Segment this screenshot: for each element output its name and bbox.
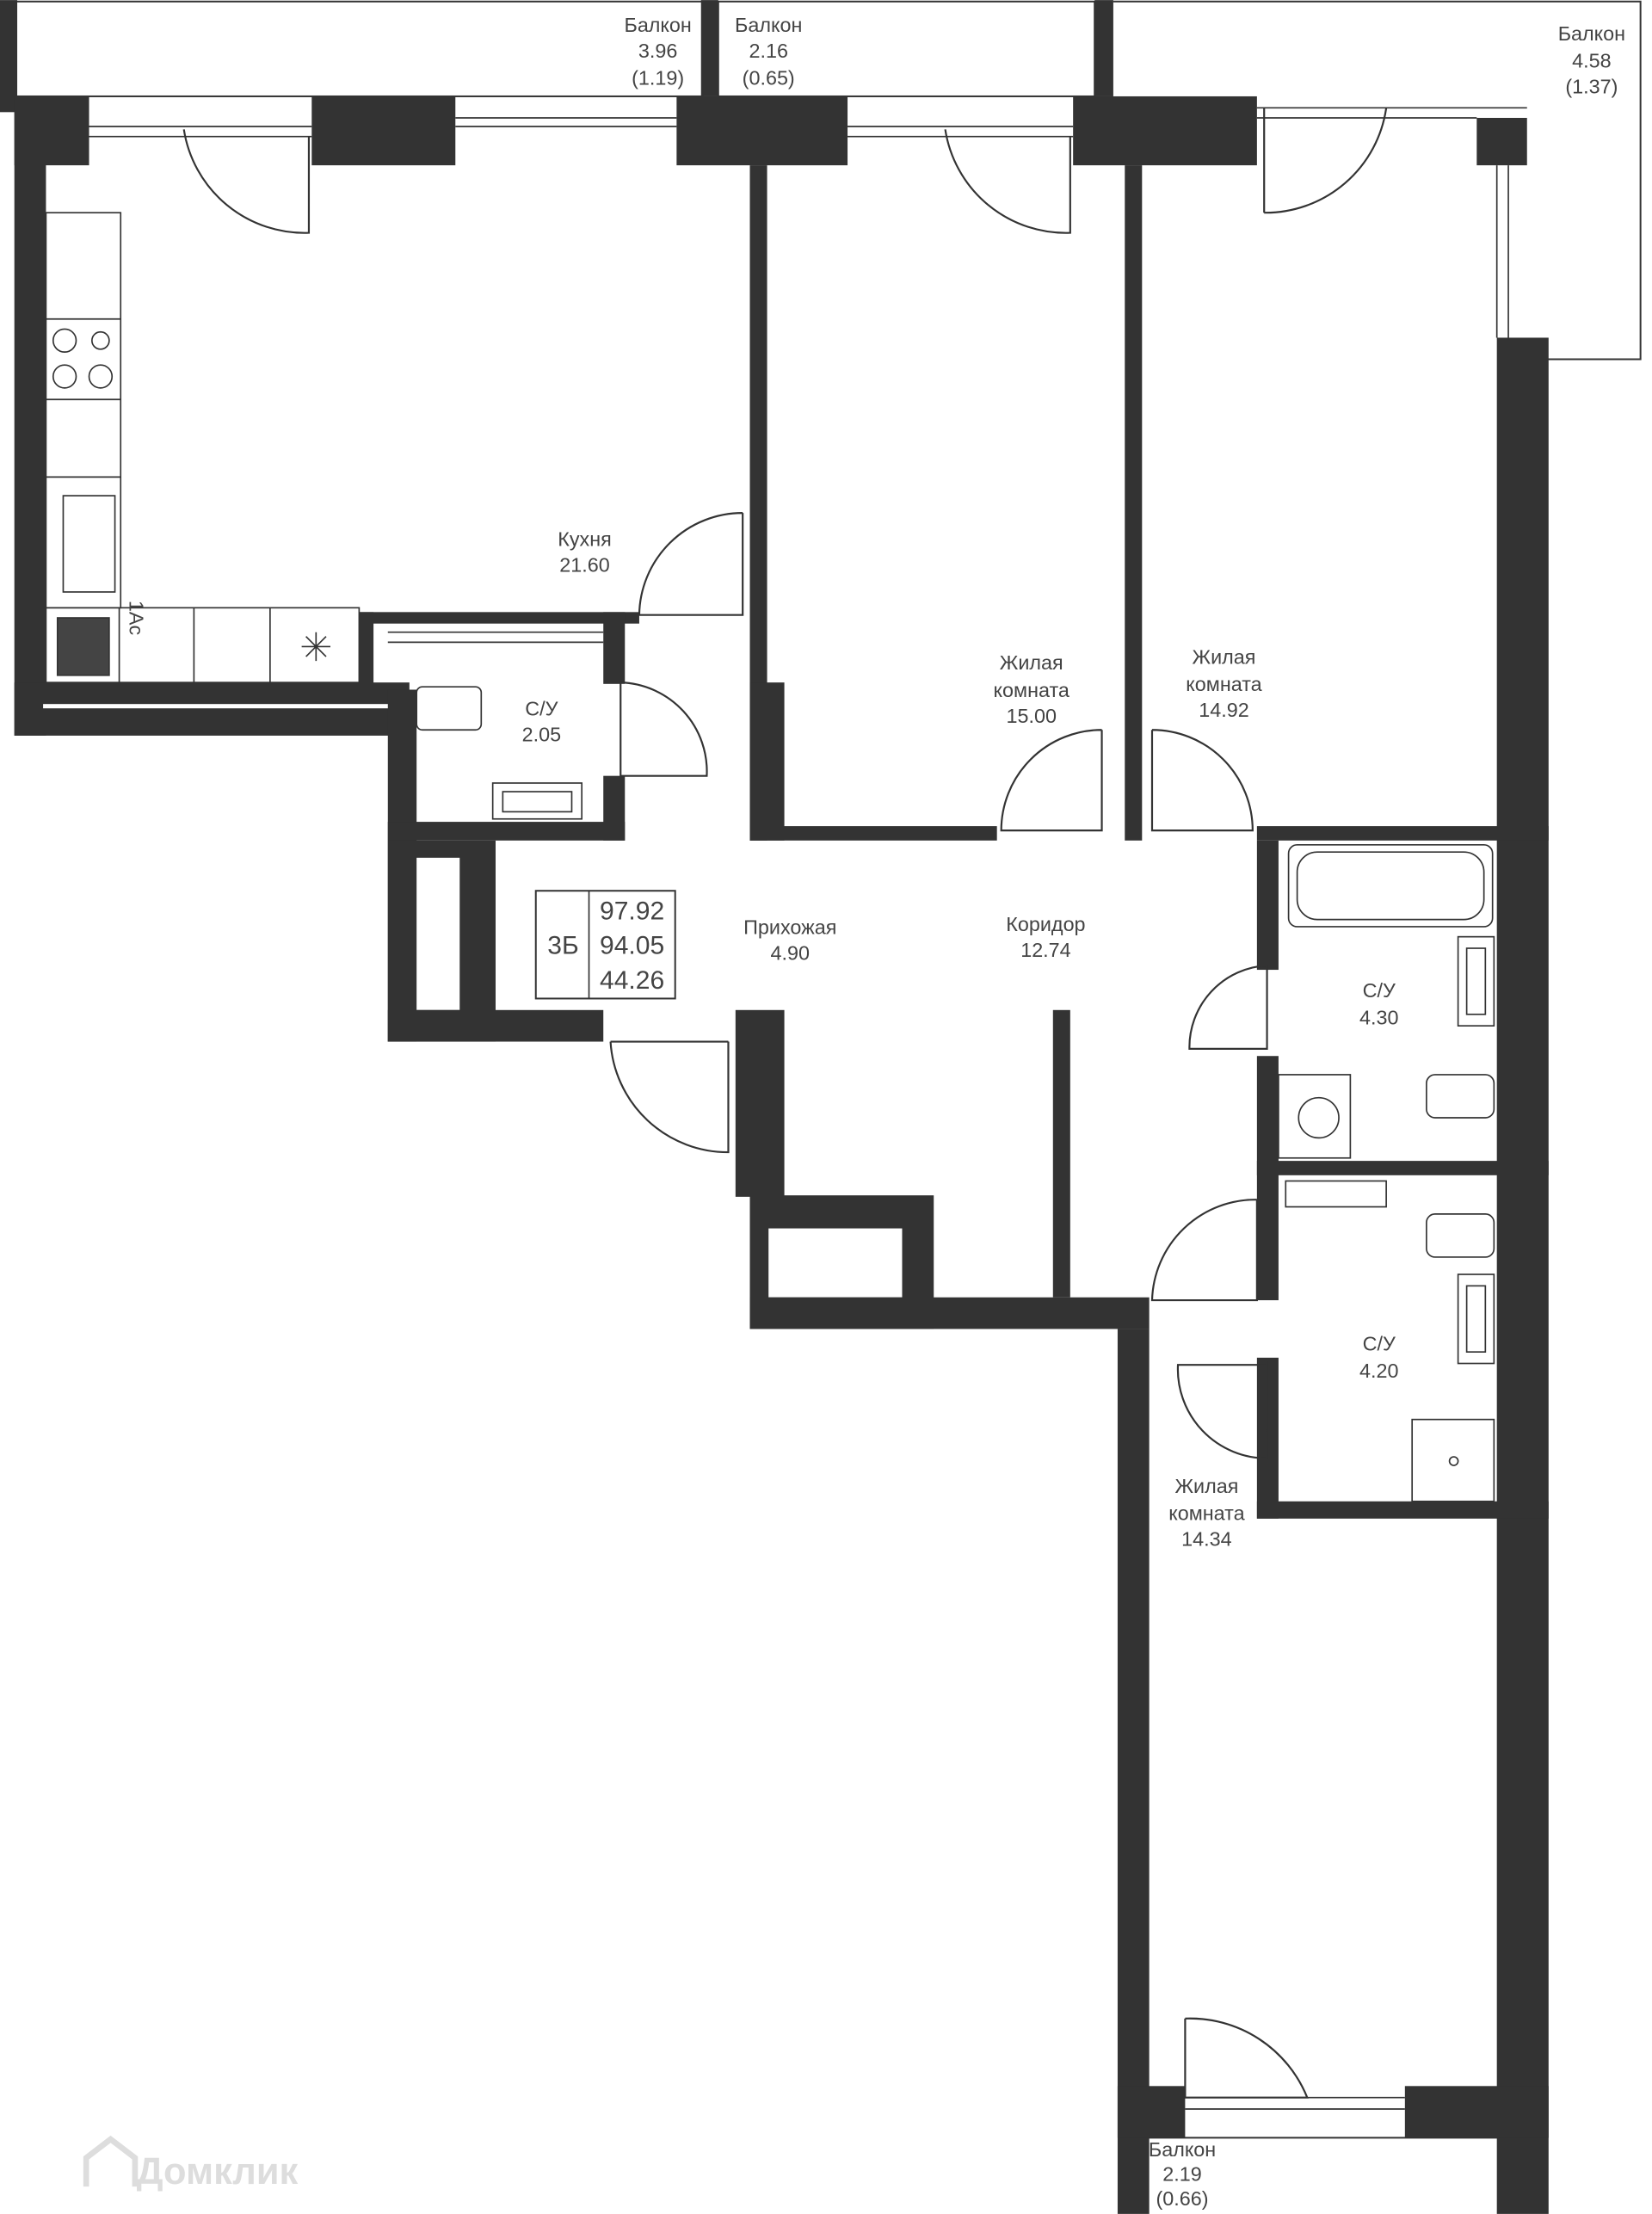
watermark-house-icon bbox=[83, 2135, 139, 2187]
room-labels: Кухня 21.60 С/У 2.05 Жилая комната 15.00… bbox=[125, 528, 1398, 1551]
room-name: Коридор bbox=[1006, 913, 1085, 935]
bathroom-fixtures bbox=[416, 686, 1495, 1502]
room-area: 4.90 bbox=[771, 941, 810, 964]
room-name: С/У bbox=[1363, 1332, 1396, 1354]
balcony-name: Балкон bbox=[1149, 2138, 1216, 2161]
room-name: Жилая bbox=[1174, 1475, 1238, 1497]
windows bbox=[89, 107, 1527, 2110]
balcony-area: 4.58 bbox=[1572, 50, 1611, 72]
balcony-reduced-area: (1.37) bbox=[1565, 76, 1618, 98]
kitchen-fixtures bbox=[45, 212, 361, 683]
apartment-type: 3Б bbox=[547, 932, 578, 960]
room-name: С/У bbox=[1363, 979, 1396, 1002]
room-area: 4.20 bbox=[1359, 1360, 1398, 1382]
room-name: С/У bbox=[525, 698, 558, 720]
balcony-name: Балкон bbox=[735, 14, 802, 36]
balcony-name: Балкон bbox=[624, 14, 691, 36]
kitchen-mark: 1Ac bbox=[125, 601, 147, 636]
balcony-labels: Балкон 3.96 (1.19) Балкон 2.16 (0.65) Ба… bbox=[624, 14, 1625, 2210]
room-area: 21.60 bbox=[559, 554, 609, 577]
balcony-reduced-area: (0.65) bbox=[743, 67, 795, 89]
balcony-area: 3.96 bbox=[638, 40, 677, 62]
balcony-area: 2.19 bbox=[1162, 2162, 1201, 2185]
room-area: 15.00 bbox=[1007, 705, 1057, 727]
total-area: 97.92 bbox=[600, 897, 664, 926]
room-name: Жилая bbox=[1000, 651, 1063, 674]
room-name: комната bbox=[994, 679, 1069, 701]
balcony-area: 2.16 bbox=[749, 40, 787, 62]
living-area: 44.26 bbox=[600, 966, 664, 995]
walls bbox=[14, 96, 1549, 2214]
room-area: 14.34 bbox=[1181, 1528, 1231, 1551]
room-name: Кухня bbox=[558, 528, 612, 551]
watermark-logo: Домклик bbox=[137, 2151, 299, 2192]
doors bbox=[182, 108, 1388, 2099]
balcony-reduced-area: (1.19) bbox=[632, 67, 684, 89]
room-name: комната bbox=[1168, 1502, 1244, 1525]
balcony-name: Балкон bbox=[1558, 22, 1625, 45]
room-area: 12.74 bbox=[1020, 939, 1070, 961]
room-area: 2.05 bbox=[522, 724, 561, 746]
room-name: Жилая bbox=[1193, 645, 1256, 668]
room-area: 14.92 bbox=[1199, 699, 1248, 721]
apartment-summary: 3Б 97.92 94.05 44.26 bbox=[534, 890, 676, 1000]
room-name: комната bbox=[1186, 673, 1261, 695]
room-name: Прихожая bbox=[743, 916, 836, 938]
balcony-reduced-area: (0.66) bbox=[1156, 2187, 1209, 2210]
room-area: 4.30 bbox=[1359, 1007, 1398, 1029]
area-without-balconies: 94.05 bbox=[600, 932, 664, 960]
